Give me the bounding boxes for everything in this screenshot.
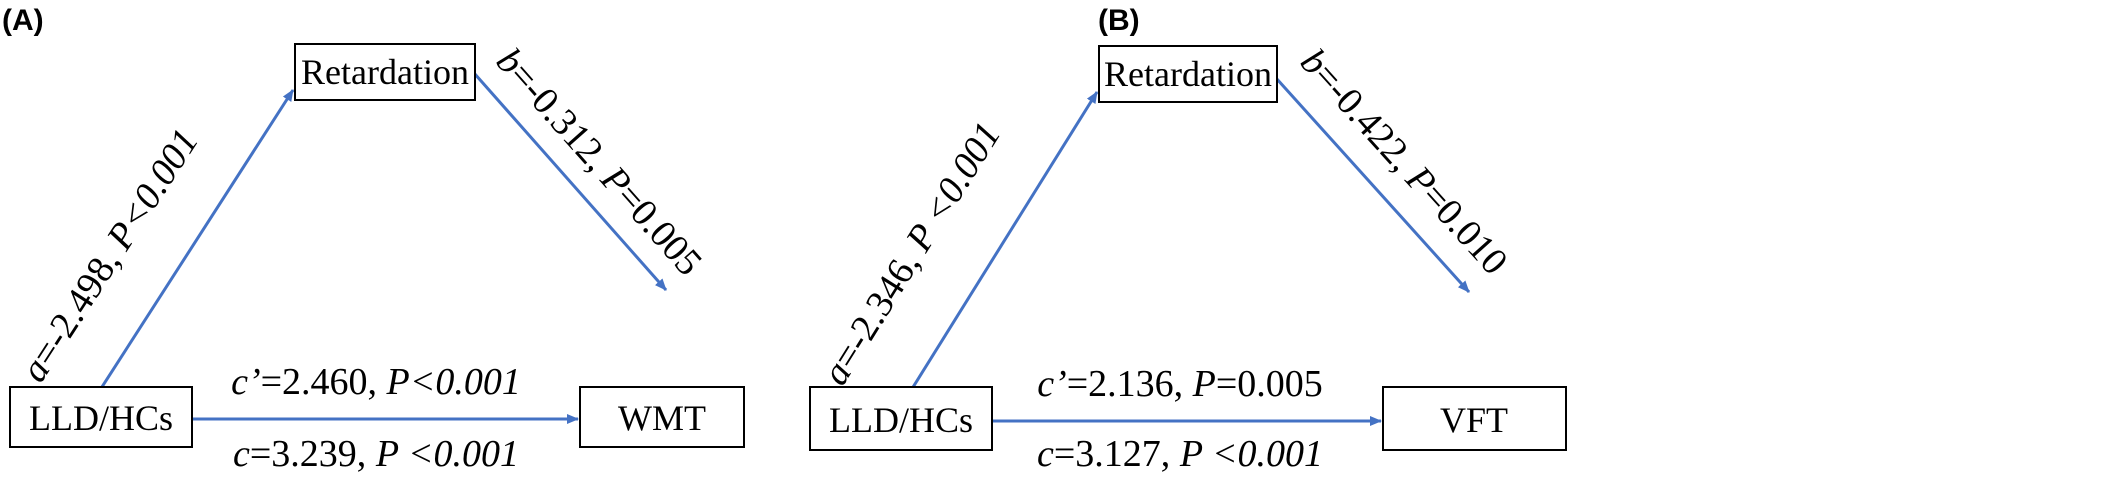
panel-b-predictor-box: [809, 386, 993, 451]
panel-b-arrow-b: [1274, 76, 1471, 294]
panel-a-path-b-label: b=-0.312, P=0.005: [488, 40, 710, 283]
panel-a-path-c-prime-label: c’=2.460, P<0.001: [231, 361, 521, 403]
panel-b-label: (B): [1098, 4, 1140, 37]
panel-a-predictor-box: [9, 386, 193, 448]
panel-b-path-c-prime-label: c’=2.136, P=0.005: [1037, 363, 1323, 405]
panel-a-outcome-label: WMT: [618, 398, 706, 438]
panel-a-path-c-label: c=3.239, P <0.001: [233, 433, 519, 475]
panel-a: (A) Retardation LLD/HCs WMT a=-2.498, P<…: [2, 4, 745, 475]
panel-b-outcome-box: [1382, 386, 1567, 451]
panel-a-outcome-box: [579, 386, 745, 448]
panel-b-path-b-label: b=-0.422, P=0.010: [1292, 41, 1516, 283]
panel-b-outcome-label: VFT: [1440, 400, 1508, 440]
panel-a-predictor-label: LLD/HCs: [29, 398, 173, 438]
panel-a-label: (A): [2, 4, 44, 37]
panel-b: (B) Retardation LLD/HCs VFT a=-2.346, P …: [809, 4, 1567, 475]
panel-b-mediator-box: [1098, 45, 1278, 103]
panel-b-mediator-label: Retardation: [1104, 54, 1272, 94]
panel-b-path-a-label: a=-2.346, P <0.001: [814, 115, 1009, 392]
panel-a-mediator-box: [294, 43, 476, 101]
panel-a-arrow-b: [472, 72, 668, 291]
panel-b-arrow-a: [908, 91, 1099, 393]
panel-a-mediator-label: Retardation: [301, 52, 469, 92]
panel-a-path-a-label: a=-2.498, P<0.001: [13, 122, 207, 390]
panel-b-path-c-label: c=3.127, P <0.001: [1037, 433, 1323, 475]
panel-b-predictor-label: LLD/HCs: [829, 400, 973, 440]
panel-a-arrow-a: [98, 89, 295, 391]
